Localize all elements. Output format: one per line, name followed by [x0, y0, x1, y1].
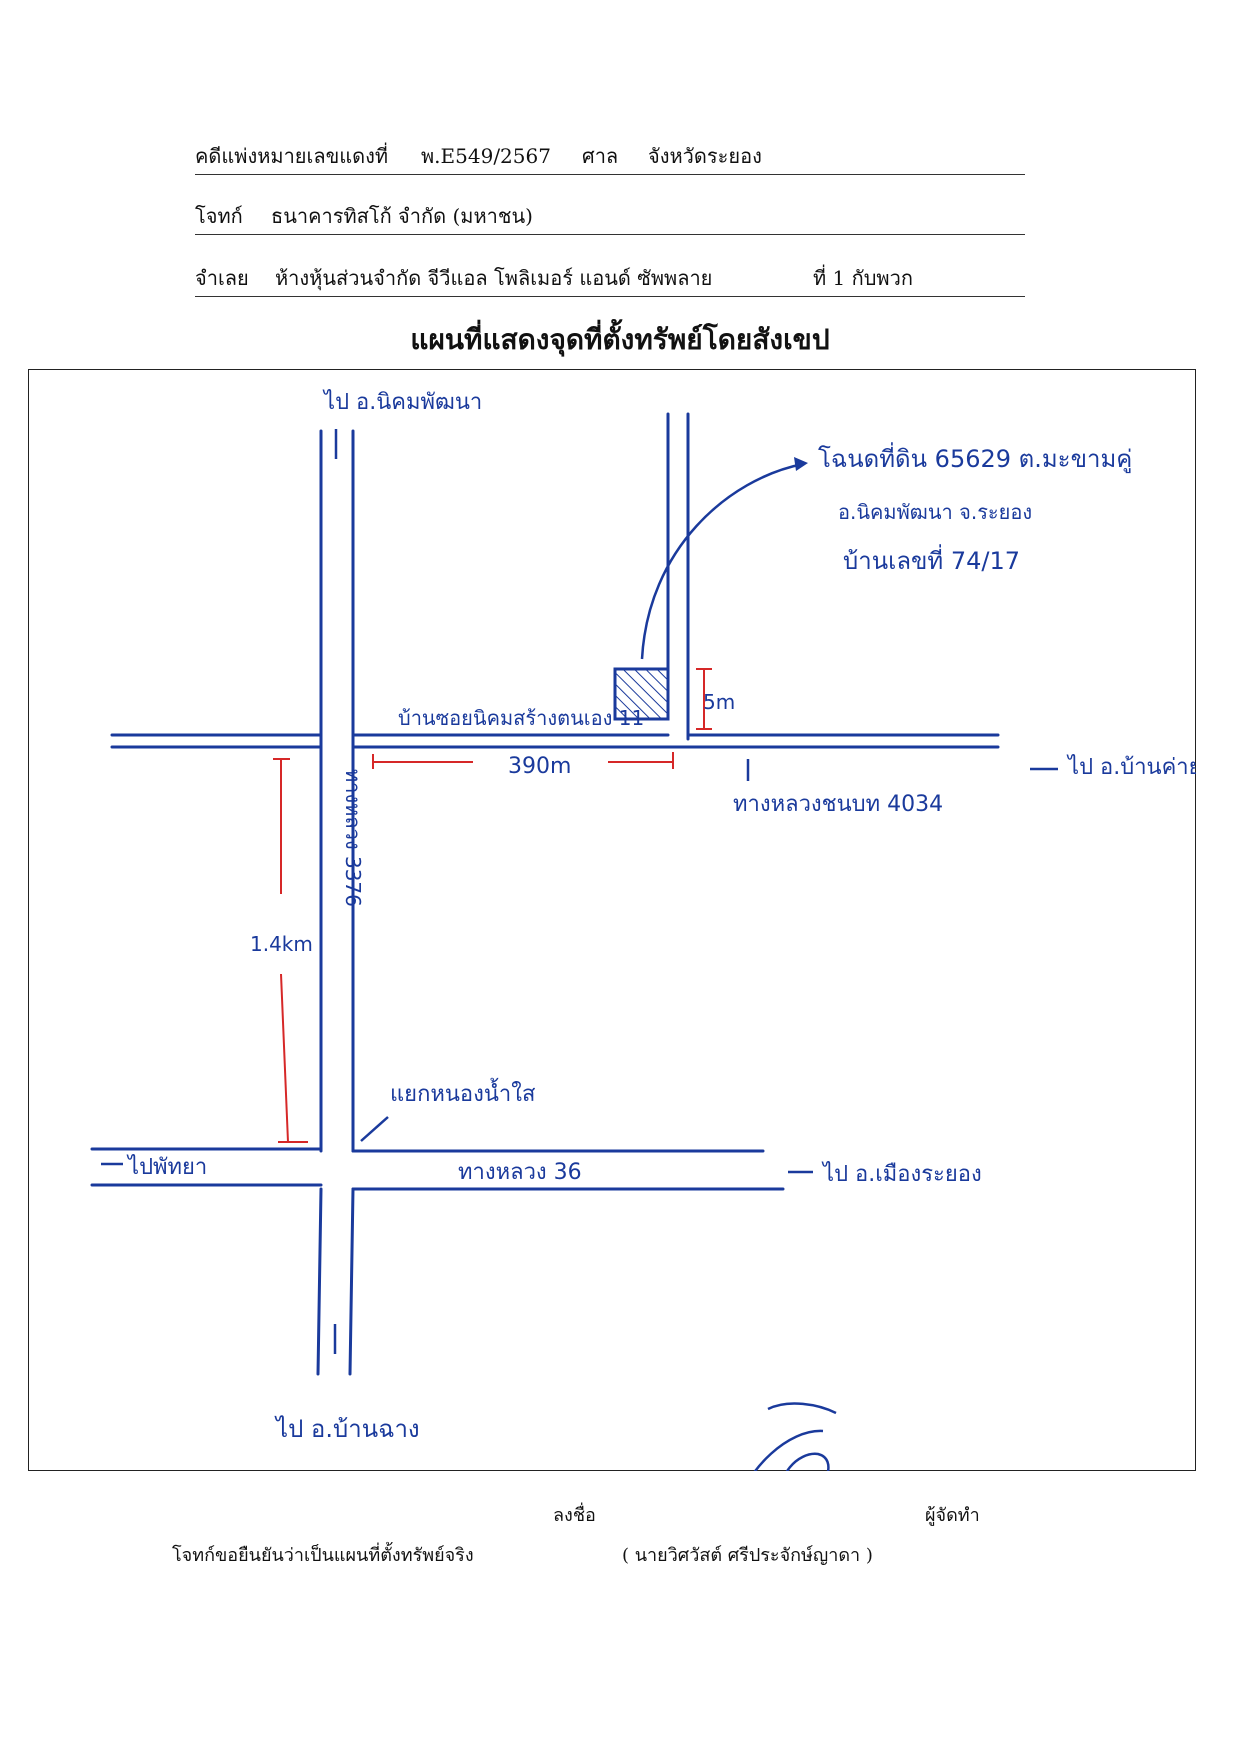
- map-title: แผนที่แสดงจุดที่ตั้งทรัพย์โดยสังเขป: [410, 323, 830, 356]
- junction-pointer-icon: [360, 1116, 389, 1142]
- defendant-line: จำเลย ห้างหุ้นส่วนจำกัด จีวีแอล โพลิเมอร…: [195, 266, 1025, 297]
- highway-36-label: ทางหลวง 36: [458, 1160, 582, 1185]
- junction-label: แยกหนองน้ำใส: [390, 1078, 536, 1107]
- to-muang-rayong-label: ไป อ.เมืองระยอง: [821, 1161, 982, 1187]
- to-nikhom-north-label: ไป อ.นิคมพัฒนา: [322, 389, 482, 415]
- maker-label: ผู้จัดทำ: [925, 1505, 980, 1526]
- deed-pointer-line: [640, 462, 804, 660]
- dist-390m-label: 390m: [508, 754, 571, 779]
- direction-arrows: [101, 429, 1058, 1354]
- location-map: ไป อ.นิคมพัฒนา โฉนดที่ดิน 65629 ต.มะขามค…: [28, 369, 1196, 1471]
- south-road-left: [316, 1187, 323, 1376]
- dist-1-4km-label: 1.4km: [250, 932, 313, 956]
- south-road-right: [348, 1187, 355, 1376]
- sign-label: ลงชื่อ: [553, 1505, 596, 1526]
- roads: [90, 412, 1000, 1376]
- map-frame: [28, 369, 1196, 1471]
- defendant-suffix: ที่ 1 กับพวก: [813, 266, 913, 290]
- parcel-hatch: [613, 667, 670, 721]
- defendant-label: จำเลย: [195, 266, 249, 290]
- plaintiff-name: ธนาคารทิสโก้ จำกัด (มหาชน): [271, 204, 533, 228]
- rural-road-label: ทางหลวงชนบท 4034: [733, 792, 943, 817]
- plaintiff-line: โจทก์ ธนาคารทิสโก้ จำกัด (มหาชน): [195, 204, 1025, 235]
- case-number-line: คดีแพ่งหมายเลขแดงที่ พ.E549/2567 ศาล จัง…: [195, 144, 1025, 175]
- defendant-name: ห้างหุ้นส่วนจำกัด จีวีแอล โพลิเมอร์ แอนด…: [275, 266, 713, 290]
- case-number: พ.E549/2567: [421, 144, 551, 168]
- deed-line2: อ.นิคมพัฒนา จ.ระยอง: [838, 500, 1032, 524]
- signature-icon: [753, 1402, 837, 1471]
- court-label: ศาล: [582, 144, 619, 168]
- case-label: คดีแพ่งหมายเลขแดงที่: [195, 144, 389, 168]
- to-ban-chang-label: ไป อ.บ้านฉาง: [274, 1415, 420, 1443]
- confirm-text: โจทก์ขอยืนยันว่าเป็นแผนที่ตั้งทรัพย์จริง: [172, 1545, 474, 1566]
- property-parcel: [613, 667, 670, 721]
- court-name: จังหวัดระยอง: [648, 144, 762, 168]
- deed-line1: โฉนดที่ดิน 65629 ต.มะขามคู่: [818, 442, 1132, 474]
- signer-name: ( นายวิศวัสต์ ศรีประจักษ์ญาดา ): [622, 1545, 873, 1566]
- measurements: [273, 668, 712, 1143]
- deed-pointer-arrowhead: [794, 457, 808, 471]
- deed-line3: บ้านเลขที่ 74/17: [843, 544, 1020, 575]
- dist-5m-label: 5m: [703, 690, 735, 714]
- to-pattaya-label: ไปพัทยา: [126, 1154, 207, 1180]
- soi-name-label: บ้านซอยนิคมสร้างตนเอง 11: [398, 706, 644, 730]
- plaintiff-label: โจทก์: [195, 204, 243, 228]
- measure-1-4km-lower: [280, 973, 289, 1143]
- highway-3376-label: ทางหลวง 3376: [341, 769, 365, 907]
- to-ban-khai-label: ไป อ.บ้านค่าย: [1066, 754, 1196, 780]
